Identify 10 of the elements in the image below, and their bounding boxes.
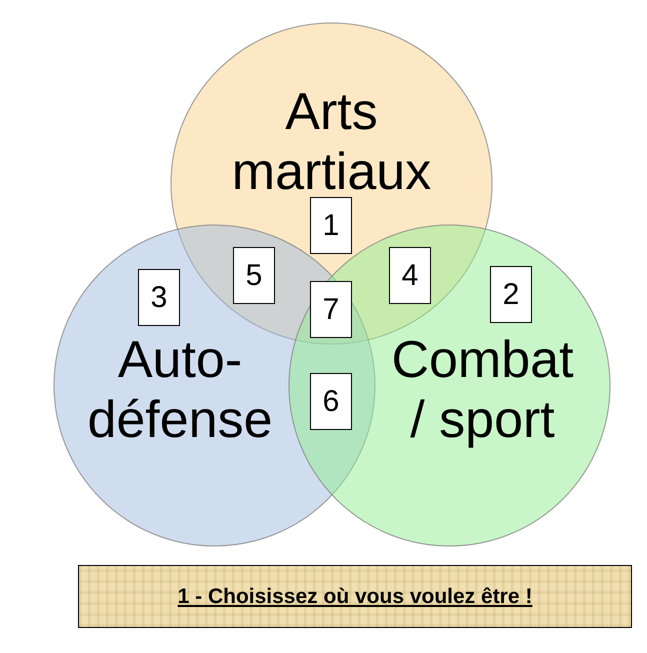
region-number: 5 (233, 247, 275, 304)
region-number: 3 (138, 269, 180, 326)
region-number: 2 (490, 266, 532, 323)
region-number: 6 (310, 373, 352, 430)
set-label: Auto-défense (86, 330, 274, 450)
instruction-banner: 1 - Choisissez où vous voulez être ! (78, 565, 632, 628)
region-number: 1 (310, 197, 352, 254)
region-number: 7 (310, 281, 352, 338)
region-number: 4 (389, 247, 431, 304)
set-label: Combat / sport (390, 330, 575, 450)
